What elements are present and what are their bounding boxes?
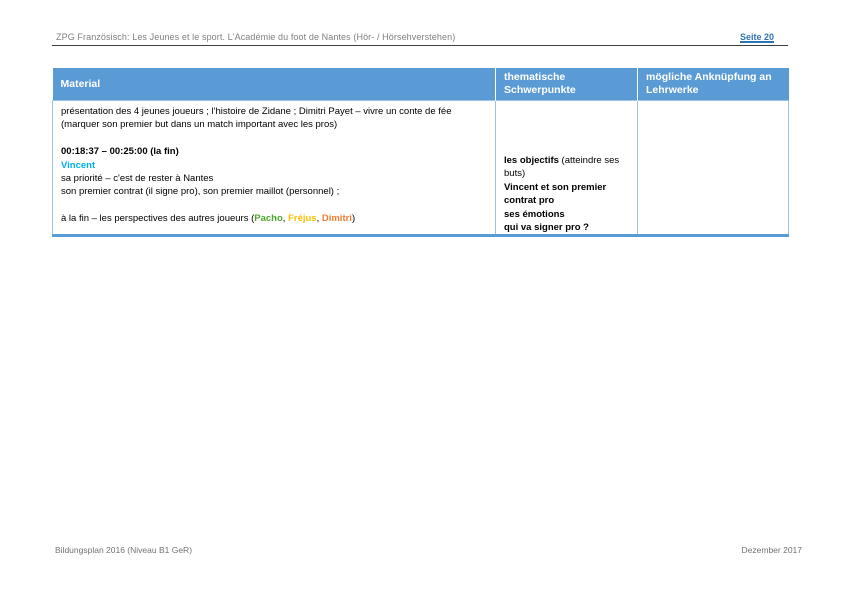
ending-suffix: ) xyxy=(351,213,356,225)
spacer xyxy=(61,199,487,212)
material-ending-line: à la fin – les perspectives des autres j… xyxy=(61,212,487,225)
player-frejus: Fréjus xyxy=(288,213,317,225)
material-intro-line2: (marquer son premier but dans un match i… xyxy=(61,119,338,131)
footer-left: Bildungsplan 2016 (Niveau B1 GeR) xyxy=(55,545,193,555)
schwerpunkte-block: les objectifs (atteindre ses buts) Vince… xyxy=(504,105,629,234)
cell-schwerpunkte: les objectifs (atteindre ses buts) Vince… xyxy=(495,99,638,238)
material-priority-line: sa priorité – c'est de rester à Nantes xyxy=(61,173,214,185)
column-header-schwerpunkte: thematische Schwerpunkte xyxy=(495,68,638,101)
spacer xyxy=(61,132,487,145)
separator: , xyxy=(316,213,322,225)
objectives-label: les objectifs xyxy=(504,155,559,166)
header-page-number: Seite 20 xyxy=(739,32,774,42)
cell-lehrwerke-empty xyxy=(637,99,789,238)
footer-right: Dezember 2017 xyxy=(741,545,802,555)
player-pacho: Pacho xyxy=(254,213,283,225)
column-header-lehrwerke: mögliche Anknüpfung an Lehrwerke xyxy=(637,68,789,101)
schwerpunkte-objectives: les objectifs (atteindre ses buts) xyxy=(504,154,629,181)
schwerpunkte-contract: Vincent et son premier contrat pro xyxy=(504,181,607,207)
material-speaker-vincent: Vincent xyxy=(61,159,96,171)
header-title: ZPG Französisch: Les Jeunes et le sport.… xyxy=(56,32,456,42)
document-footer: Bildungsplan 2016 (Niveau B1 GeR) Dezemb… xyxy=(55,545,802,555)
player-dimitri: Dimitri xyxy=(321,213,352,225)
schwerpunkte-question: qui va signer pro ? xyxy=(504,222,589,234)
document-header: ZPG Französisch: Les Jeunes et le sport.… xyxy=(52,32,788,46)
separator: , xyxy=(282,213,289,225)
material-timecode: 00:18:37 – 00:25:00 (la fin) xyxy=(61,146,179,158)
material-intro-line1: présentation des 4 jeunes joueurs ; l'hi… xyxy=(61,106,452,117)
column-header-material: Material xyxy=(52,68,496,101)
table-row: présentation des 4 jeunes joueurs ; l'hi… xyxy=(52,99,789,238)
ending-prefix: à la fin – les perspectives des autres j… xyxy=(61,213,255,225)
table-header-row: Material thematische Schwerpunkte möglic… xyxy=(52,68,789,101)
objectives-note: (atteindre ses buts) xyxy=(504,155,620,180)
material-table: Material thematische Schwerpunkte möglic… xyxy=(52,68,789,238)
schwerpunkte-emotions: ses émotions xyxy=(504,208,565,220)
material-contract-line: son premier contrat (il signe pro), son … xyxy=(61,186,340,198)
cell-material: présentation des 4 jeunes joueurs ; l'hi… xyxy=(52,99,496,238)
